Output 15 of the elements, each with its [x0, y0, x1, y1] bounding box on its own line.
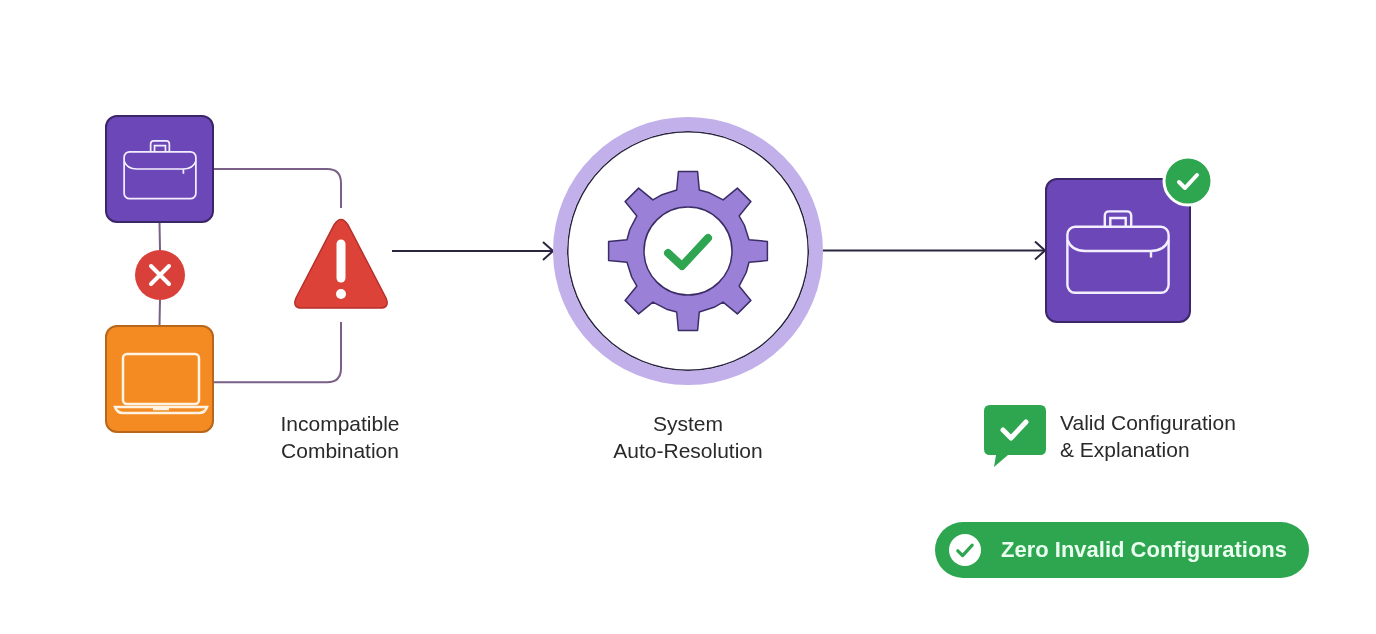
- label-text: Valid Configuration & Explanation: [1060, 410, 1237, 463]
- arrow: [822, 240, 1046, 261]
- briefcase-tile: [105, 115, 214, 223]
- connector-line: [158, 299, 161, 326]
- label-text: Incompatible Combination: [279, 411, 401, 464]
- badge-text: Zero Invalid Configurations: [1001, 537, 1287, 563]
- arrow: [391, 241, 554, 261]
- connector-line: [213, 321, 342, 384]
- error-circle: [135, 250, 185, 300]
- laptop-tile: [105, 325, 214, 433]
- connector-line: [213, 168, 342, 209]
- connector-line: [158, 222, 161, 251]
- status-badge: [935, 522, 1309, 578]
- briefcase-tile: [1045, 178, 1191, 323]
- label-text: System Auto-Resolution: [612, 411, 764, 464]
